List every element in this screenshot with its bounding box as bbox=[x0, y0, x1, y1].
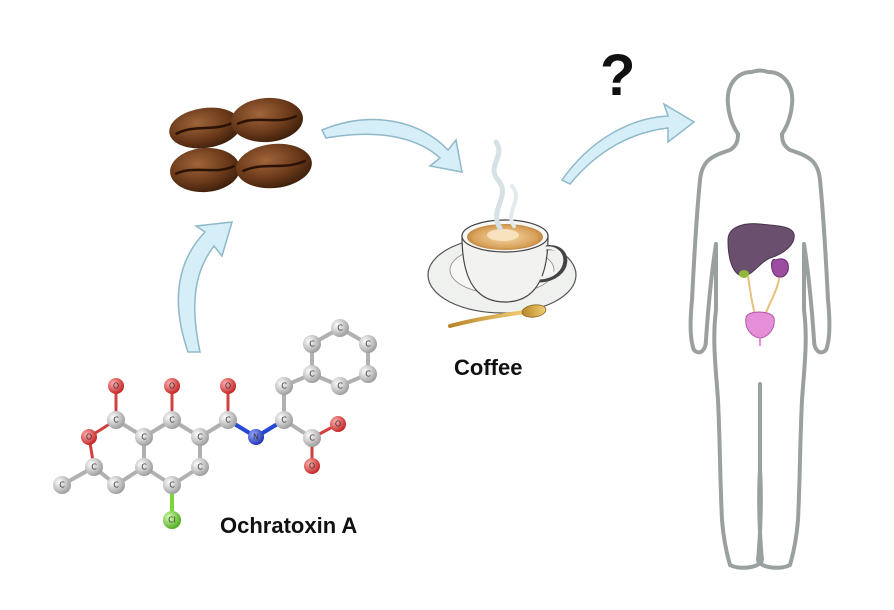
svg-text:C: C bbox=[309, 370, 315, 379]
atom-c-1: C bbox=[107, 411, 125, 429]
atom-o-3: O bbox=[220, 378, 236, 394]
svg-text:Cl: Cl bbox=[168, 516, 176, 525]
svg-text:O: O bbox=[335, 420, 341, 429]
svg-text:C: C bbox=[309, 434, 315, 443]
svg-text:C: C bbox=[365, 370, 371, 379]
svg-text:O: O bbox=[225, 382, 231, 391]
arrow-coffee-to-body bbox=[560, 102, 696, 185]
svg-text:O: O bbox=[86, 433, 92, 442]
svg-text:C: C bbox=[337, 382, 343, 391]
atom-cl-1: Cl bbox=[163, 511, 181, 529]
svg-text:C: C bbox=[169, 481, 175, 490]
svg-text:C: C bbox=[113, 481, 119, 490]
svg-text:C: C bbox=[141, 433, 147, 442]
atom-c-17: C bbox=[359, 365, 377, 383]
atom-c-14: C bbox=[275, 377, 293, 395]
arrow-molecule-to-beans bbox=[177, 221, 234, 353]
atom-c-16: C bbox=[331, 377, 349, 395]
bladder-icon bbox=[745, 311, 775, 346]
atom-c-13: C bbox=[303, 429, 321, 447]
svg-text:C: C bbox=[281, 416, 287, 425]
atom-c-5: C bbox=[219, 411, 237, 429]
arrow-beans-to-coffee bbox=[320, 118, 463, 173]
atom-c-20: C bbox=[303, 335, 321, 353]
svg-text:C: C bbox=[169, 416, 175, 425]
svg-text:C: C bbox=[337, 324, 343, 333]
atom-c-3: C bbox=[163, 411, 181, 429]
svg-text:O: O bbox=[113, 382, 119, 391]
atom-o-6: O bbox=[304, 458, 320, 474]
atom-o-1: O bbox=[108, 378, 124, 394]
ochratoxin-label: Ochratoxin A bbox=[220, 513, 358, 538]
svg-text:N: N bbox=[253, 433, 259, 442]
atom-c-15: C bbox=[303, 365, 321, 383]
svg-text:C: C bbox=[141, 463, 147, 472]
coffee-beans-icon bbox=[169, 97, 312, 193]
svg-text:C: C bbox=[281, 382, 287, 391]
atom-c-12: C bbox=[275, 411, 293, 429]
coffee-cup-icon bbox=[427, 139, 577, 328]
atom-c-8: C bbox=[85, 458, 103, 476]
atom-c-4: C bbox=[191, 428, 209, 446]
atom-c-19: C bbox=[331, 319, 349, 337]
svg-text:C: C bbox=[197, 463, 203, 472]
question-mark-label: ? bbox=[600, 43, 636, 108]
svg-text:C: C bbox=[91, 463, 97, 472]
atom-c-11: C bbox=[191, 458, 209, 476]
svg-text:C: C bbox=[197, 433, 203, 442]
atom-c-2: C bbox=[135, 428, 153, 446]
svg-text:C: C bbox=[309, 340, 315, 349]
atom-c-18: C bbox=[359, 335, 377, 353]
svg-text:C: C bbox=[113, 416, 119, 425]
svg-text:C: C bbox=[365, 340, 371, 349]
coffee-label: Coffee bbox=[454, 355, 523, 380]
liver-icon bbox=[727, 223, 795, 278]
atom-c-7: C bbox=[107, 476, 125, 494]
atom-c-10: C bbox=[163, 476, 181, 494]
atom-c-6: C bbox=[135, 458, 153, 476]
svg-text:O: O bbox=[309, 462, 315, 471]
atom-c-9: C bbox=[53, 476, 71, 494]
atom-o-4: O bbox=[81, 429, 97, 445]
svg-text:O: O bbox=[169, 382, 175, 391]
molecule-icon: O O O O O O C C C C C C C C C C C C C C … bbox=[53, 319, 377, 529]
svg-text:C: C bbox=[59, 481, 65, 490]
atom-n-1: N bbox=[248, 429, 264, 445]
atom-o-2: O bbox=[164, 378, 180, 394]
atom-o-5: O bbox=[330, 416, 346, 432]
human-body-icon bbox=[688, 68, 832, 570]
svg-text:C: C bbox=[225, 416, 231, 425]
